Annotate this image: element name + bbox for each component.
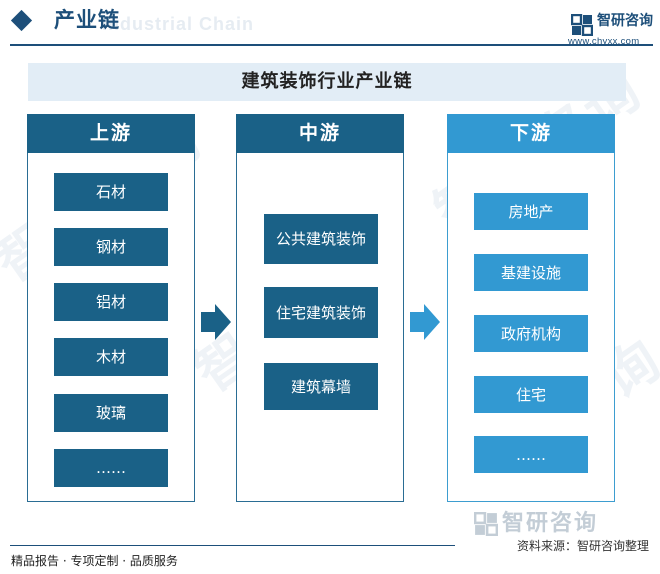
downstream-item: 住宅 <box>474 376 588 413</box>
column-upstream: 上游 石材 钢材 铝材 木材 玻璃 …… <box>27 114 195 502</box>
column-header-upstream: 上游 <box>27 114 195 153</box>
downstream-item: 房地产 <box>474 193 588 230</box>
flow-arrow-icon <box>201 304 231 340</box>
midstream-item: 建筑幕墙 <box>264 363 378 410</box>
page-title: 产业链 <box>54 8 120 32</box>
header-ghost-text: Industrial Chain <box>102 14 255 34</box>
column-header-midstream: 中游 <box>236 114 404 153</box>
flow-arrow-icon <box>410 304 440 340</box>
logo-icon <box>571 14 593 36</box>
column-downstream: 下游 房地产 基建设施 政府机构 住宅 …… <box>447 114 615 502</box>
upstream-item: 木材 <box>54 338 168 376</box>
logo-name: 智研咨询 <box>597 13 653 29</box>
upstream-item: …… <box>54 449 168 487</box>
header-divider <box>10 44 653 46</box>
column-midstream: 中游 公共建筑装饰 住宅建筑装饰 建筑幕墙 <box>236 114 404 502</box>
footer-logo-icon <box>474 512 498 536</box>
downstream-item: …… <box>474 436 588 473</box>
footer-brand: 智研咨询 <box>502 511 599 536</box>
downstream-item: 政府机构 <box>474 315 588 352</box>
column-header-downstream: 下游 <box>447 114 615 153</box>
midstream-item: 公共建筑装饰 <box>264 214 378 264</box>
footer-tagline: 精品报告 · 专项定制 · 品质服务 <box>11 554 178 568</box>
upstream-item: 石材 <box>54 173 168 211</box>
footer-divider <box>10 545 455 546</box>
upstream-item: 钢材 <box>54 228 168 266</box>
upstream-item: 铝材 <box>54 283 168 321</box>
downstream-item: 基建设施 <box>474 254 588 291</box>
midstream-item: 住宅建筑装饰 <box>264 287 378 338</box>
logo-url: www.chyxx.com <box>568 36 640 47</box>
header-diamond-icon <box>10 9 33 32</box>
source-note: 资料来源：智研咨询整理 <box>516 539 649 553</box>
diagram-title: 建筑装饰行业产业链 <box>28 63 626 101</box>
upstream-item: 玻璃 <box>54 394 168 432</box>
